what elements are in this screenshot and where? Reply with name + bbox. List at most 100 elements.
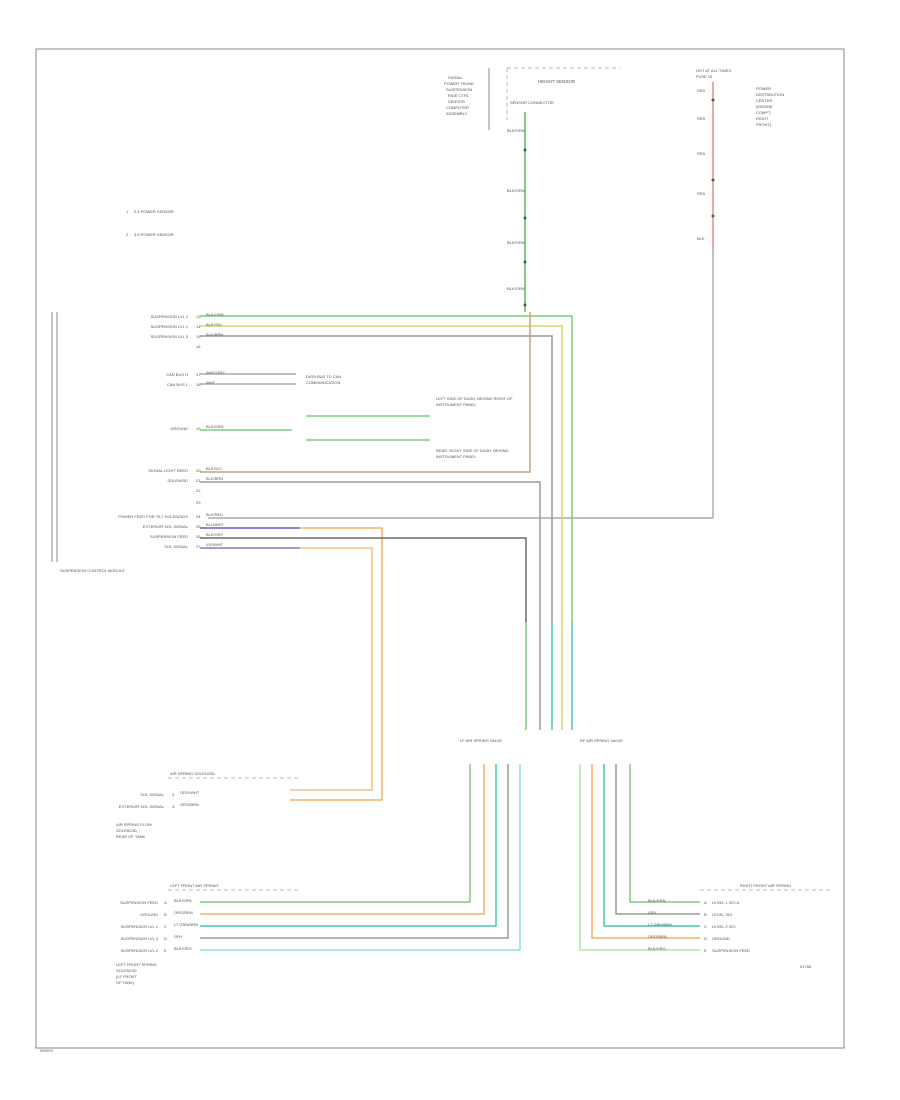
mid-pin-number: 4 <box>172 804 175 809</box>
sensor-label-5: COMPUTER <box>446 105 469 110</box>
module-pin-label: SOL SIGNAL <box>164 544 188 549</box>
module-pin-wire: BLK/VIO <box>206 466 222 471</box>
module-pin-number: 18 <box>196 382 201 387</box>
svg-text:BLK/GRN: BLK/GRN <box>507 240 525 245</box>
bl-note-3: OF TANK) <box>116 980 135 985</box>
fuse-block-title: HOT AT ALL TIMES <box>696 68 731 73</box>
bl-pin-label: SUSPENSION LVL 3 <box>121 936 159 941</box>
svg-text:RED: RED <box>697 151 706 156</box>
bl-pin-number: C <box>164 924 167 929</box>
bl-pin-wire: BLK/ORG <box>174 946 192 951</box>
svg-text:BLK/GRN: BLK/GRN <box>507 188 525 193</box>
sensor-label-2: SUSPENSION <box>446 87 472 92</box>
module-pin-number: 16 <box>196 344 201 349</box>
mid-pin-wire: ORG/BRN <box>180 802 199 807</box>
module-pin-label: CAN BUS H <box>166 372 188 377</box>
svg-text:RED: RED <box>697 116 706 121</box>
svg-text:BLK: BLK <box>697 236 705 241</box>
module-pin-wire: BLU/WHT <box>206 522 225 527</box>
bl-pin-number: A <box>164 900 167 905</box>
br-pin-number: B <box>704 912 707 917</box>
module-pin-label: EXTERIOR SOL SIGNAL <box>143 524 189 529</box>
bl-note-0: LEFT FRONT SPRING <box>116 962 157 967</box>
mid-note-1: SOLENOID, <box>116 828 138 833</box>
module-pin-wire: WHT/GRY <box>206 370 225 375</box>
bl-pin-number: E <box>164 948 167 953</box>
module-pin-number: 22 <box>196 488 201 493</box>
module-pin-label: SIGNAL LIGHT REED <box>148 468 188 473</box>
module-pin-label: GROUND <box>170 426 188 431</box>
br-pin-number: C <box>704 924 707 929</box>
module-pin-label: SUSPENSION LVL 2 <box>151 314 189 319</box>
fuse-block: HOT AT ALL TIMES FUSE 15 POWER DISTRIBUT… <box>208 68 784 519</box>
module-pin-wire: BLK/GRY <box>206 532 224 537</box>
module-pin-number: 27 <box>196 544 201 549</box>
mid-note-0: AIR SPRING FLOW <box>116 822 152 827</box>
module-pin-number: 19 <box>196 426 201 431</box>
module-pin-label: SOLENOID <box>167 478 188 483</box>
sensor-label-3: RIDE CTRL <box>448 93 470 98</box>
fuse-label-4: COMPT, <box>756 110 771 115</box>
bl-pin-wire: ORG/BRN <box>174 910 193 915</box>
br-pin-label: LEVEL 2 SIG <box>712 924 736 929</box>
fuse-label-3: (ENGINE <box>756 104 773 109</box>
fuse-label-2: CENTER <box>756 98 773 103</box>
br-pin-wire: BLK/GRN <box>648 898 666 903</box>
bottom-left-title: LEFT FRONT AIR SPRING <box>170 883 219 888</box>
fuse-label-1: DISTRIBUTION <box>756 92 784 97</box>
mid-left-title: AIR SPRING SOLENOID <box>170 771 215 776</box>
br-pin-label: LEVEL 1 SIG A <box>712 900 740 905</box>
br-pin-label: GROUND <box>712 936 730 941</box>
module-pin-number: 14 <box>196 324 201 329</box>
bl-pin-label: SUSPENSION FEED <box>120 900 158 905</box>
br-pin-number: D <box>704 936 707 941</box>
sensor-label-6: ASSEMBLY <box>446 111 468 116</box>
module-pin-wire: BLK/BRN <box>206 332 223 337</box>
br-pin-wire: ORG/BRN <box>648 934 667 939</box>
bottom-right-title: RIGHT FRONT AIR SPRING <box>740 883 791 888</box>
module-pin-wire: WHT <box>206 380 216 385</box>
sheet-number: W0093 <box>40 1048 53 1053</box>
br-pin-wire: GRY <box>648 910 657 915</box>
module-pin-wire: BLK/YEL <box>206 322 223 327</box>
module-pin-number: 15 <box>196 334 201 339</box>
fuse-label-6: FRONT) <box>756 122 772 127</box>
rf-valve-label: RF AIR SPRING VALVE <box>580 738 623 743</box>
module-wires <box>200 312 573 801</box>
sensor-wire: BLK/GRN BLK/GRN BLK/GRN BLK/GRN <box>507 112 527 312</box>
br-pin-wire: BLK/ORG <box>648 946 666 951</box>
module-pin-wire: BLK/GRN <box>206 424 224 429</box>
legend-mark-0: 1 <box>126 209 129 214</box>
module-pin-label: SUSPENSION LVL 3 <box>151 334 189 339</box>
module-pin-number: 24 <box>196 514 201 519</box>
module-pin-label: CAN BUS L <box>167 382 189 387</box>
module-pin-label: POWER FEED FOR TILT SOLENOIDS <box>118 514 188 519</box>
diagram-border <box>35 48 845 1049</box>
svg-text:BLK/GRN: BLK/GRN <box>507 286 525 291</box>
module-pin-number: 21 <box>196 478 201 483</box>
lf-valve-label: LF AIR SPRING VALVE <box>460 738 502 743</box>
legend: 1 2.4 POWER SENSOR 2 3.6 POWER SENSOR <box>126 209 174 237</box>
legend-text-1: 3.6 POWER SENSOR <box>134 232 174 237</box>
rf-spring-wires <box>579 764 700 951</box>
bl-pin-number: B <box>164 912 167 917</box>
sensor-connector-label: SENSOR CONNECTOR <box>510 100 554 105</box>
right-note-2: LEFT SIDE OF DASH, BEHIND RIGHT OF <box>436 396 513 401</box>
mid-pin-number: 3 <box>172 792 175 797</box>
module-pin-wire: BLK/BRN <box>206 476 223 481</box>
br-pin-number: A <box>704 900 707 905</box>
height-sensor: HEIGHT SENSOR SIGNAL POWER TRUNK SUSPENS… <box>444 67 620 130</box>
fuse-label-0: POWER <box>756 86 771 91</box>
br-pin-wire: LT GRN/BRN <box>648 922 672 927</box>
module-pin-number: 25 <box>196 524 201 529</box>
module-pin-number: 13 <box>196 314 201 319</box>
module-pin-label: SUSPENSION LVL 1 <box>151 324 189 329</box>
legend-text-0: 2.4 POWER SENSOR <box>134 209 174 214</box>
module-pin-wire: VIO/WHT <box>206 542 224 547</box>
module-pin-wire: BLK/RED <box>206 512 223 517</box>
right-note-5: INSTRUMENT PANEL <box>436 454 477 459</box>
sensor-label-0: SIGNAL <box>448 75 463 80</box>
